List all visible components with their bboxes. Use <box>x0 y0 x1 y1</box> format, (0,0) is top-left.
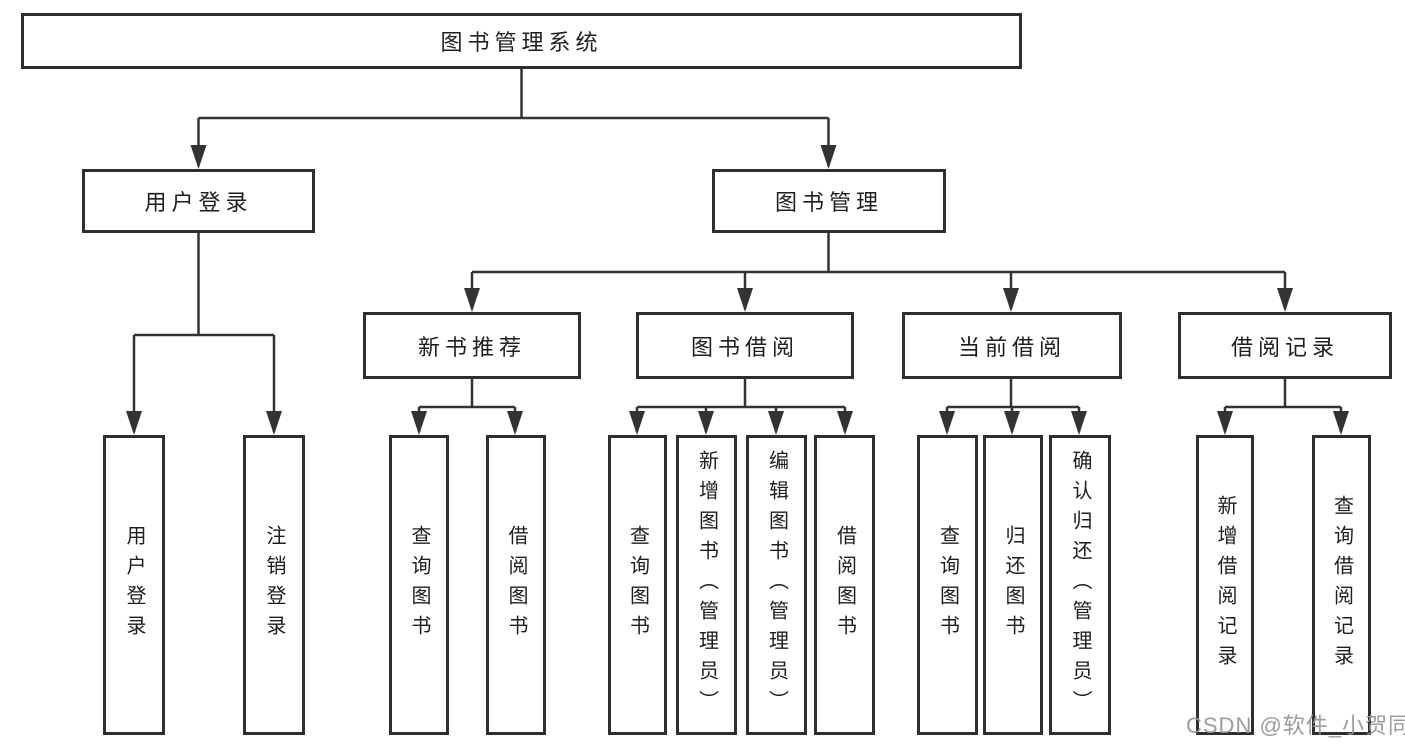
node-label: 图书借阅 <box>690 334 799 360</box>
leaf-query-books-borrow: 查询图书 <box>608 435 667 735</box>
leaf-label: 用户登录 <box>123 525 145 645</box>
node-borrow-records: 借阅记录 <box>1178 312 1392 379</box>
leaf-label: 确认归还（管理员） <box>1069 450 1091 720</box>
leaf-query-books-recommend: 查询图书 <box>389 435 449 735</box>
leaf-borrow-books: 借阅图书 <box>814 435 875 735</box>
leaf-edit-books-admin: 编辑图书（管理员） <box>746 435 807 735</box>
leaf-borrow-books-recommend: 借阅图书 <box>486 435 546 735</box>
leaf-user-login: 用户登录 <box>103 435 165 735</box>
leaf-add-borrow-record: 新增借阅记录 <box>1196 435 1254 735</box>
leaf-label: 查询图书 <box>626 525 649 645</box>
leaf-label: 归还图书 <box>1002 525 1024 645</box>
node-book-management: 图书管理 <box>712 169 946 233</box>
node-book-borrow: 图书借阅 <box>636 312 854 379</box>
node-current-borrow: 当前借阅 <box>902 312 1122 379</box>
node-user-login: 用户登录 <box>82 169 315 233</box>
leaf-label: 注销登录 <box>263 525 285 645</box>
node-label: 用户登录 <box>144 190 253 215</box>
leaf-query-borrow-record: 查询借阅记录 <box>1312 435 1371 735</box>
leaf-label: 新增借阅记录 <box>1214 495 1236 675</box>
node-label: 新书推荐 <box>417 334 526 360</box>
leaf-label: 查询图书 <box>408 525 430 645</box>
leaf-label: 查询图书 <box>936 525 959 645</box>
node-library-system: 图书管理系统 <box>21 13 1022 69</box>
csdn-watermark: CSDN @软件_小贺同学 <box>1186 713 1405 738</box>
leaf-label: 借阅图书 <box>505 525 527 645</box>
node-label: 借阅记录 <box>1230 334 1339 360</box>
leaf-logout: 注销登录 <box>243 435 305 735</box>
leaf-confirm-return-admin: 确认归还（管理员） <box>1049 435 1111 735</box>
leaf-return-books: 归还图书 <box>983 435 1043 735</box>
leaf-label: 借阅图书 <box>833 525 856 645</box>
node-label: 图书管理 <box>774 190 883 215</box>
leaf-add-books-admin: 新增图书（管理员） <box>676 435 737 735</box>
node-label: 当前借阅 <box>957 334 1066 360</box>
leaf-label: 查询借阅记录 <box>1330 495 1353 675</box>
node-new-book-recommend: 新书推荐 <box>363 312 581 379</box>
leaf-query-books-current: 查询图书 <box>917 435 978 735</box>
node-label: 图书管理系统 <box>440 30 603 55</box>
leaf-label: 编辑图书（管理员） <box>765 450 788 720</box>
leaf-label: 新增图书（管理员） <box>695 450 718 720</box>
